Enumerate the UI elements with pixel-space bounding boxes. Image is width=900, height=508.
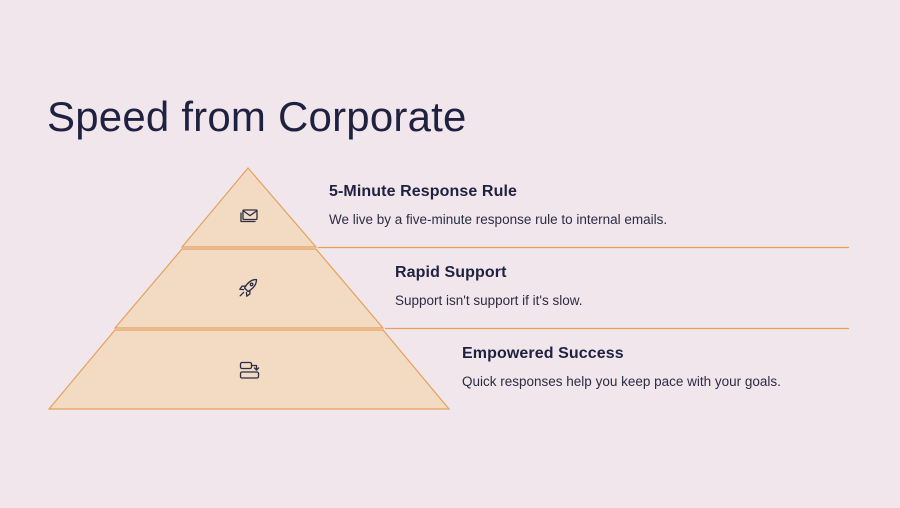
level-2-description: Support isn't support if it's slow. (395, 293, 583, 308)
page-title: Speed from Corporate (47, 93, 467, 140)
pyramid-tier-bottom (47, 329, 451, 410)
pyramid-tier-top (180, 167, 318, 248)
transfer-icon (239, 361, 260, 379)
level-3-text: Empowered Success Quick responses help y… (462, 344, 781, 391)
level-1-text: 5-Minute Response Rule We live by a five… (329, 182, 667, 229)
pyramid-tier-middle (113, 248, 385, 329)
level-3-title: Empowered Success (462, 345, 624, 362)
rocket-icon (239, 278, 258, 297)
level-2-title: Rapid Support (395, 264, 507, 281)
level-2-text: Rapid Support Support isn't support if i… (395, 263, 583, 310)
level-1-title: 5-Minute Response Rule (329, 183, 518, 200)
level-1-description: We live by a five-minute response rule t… (329, 212, 668, 227)
email-icon (240, 209, 258, 223)
level-3-description: Quick responses help you keep pace with … (462, 374, 781, 389)
